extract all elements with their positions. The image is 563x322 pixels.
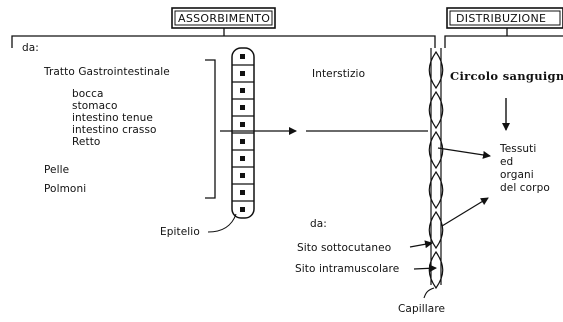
epithelium-pointer [208, 214, 236, 232]
absorption-header: ASSORBIMENTO [178, 12, 270, 25]
intramuscular-site-label: Sito intramuscolare [295, 263, 399, 275]
capillary-pointer [424, 288, 434, 298]
capillary-wall [429, 48, 443, 288]
lungs-label: Polmoni [44, 183, 86, 195]
capillary-to-tissues-arrow-2 [442, 198, 488, 226]
distribution-range-bracket [445, 28, 563, 48]
skin-label: Pelle [44, 164, 69, 176]
injection-intro-label: da: [310, 218, 327, 230]
subcutaneous-site-label: Sito sottocutaneo [297, 242, 391, 254]
capillary-to-tissues-arrow-1 [438, 148, 490, 156]
gi-part-rectum: Retto [72, 136, 100, 148]
intramuscular-arrow [414, 268, 436, 269]
epithelium-cells [232, 48, 254, 218]
absorption-range-bracket [12, 28, 435, 48]
gi-part-mouth: bocca [72, 88, 104, 100]
target-body: del corpo [500, 182, 550, 194]
distribution-header: DISTRIBUZIONE [456, 12, 546, 25]
epithelium-label: Epitelio [160, 226, 200, 238]
gi-part-large-intestine: intestino crasso [72, 124, 157, 136]
target-organs: organi [500, 169, 534, 181]
sources-bracket [205, 60, 215, 198]
gi-part-small-intestine: intestino tenue [72, 112, 153, 124]
sources-intro-label: da: [22, 42, 39, 54]
target-tissues: Tessuti [500, 143, 536, 155]
target-and: ed [500, 156, 513, 168]
gi-part-stomach: stomaco [72, 100, 118, 112]
blood-circulation-label: Circolo sanguigno [450, 69, 563, 83]
interstitium-label: Interstizio [312, 68, 365, 80]
subcutaneous-arrow [410, 243, 432, 247]
gi-tract-label: Tratto Gastrointestinale [44, 66, 170, 78]
capillary-label: Capillare [398, 303, 445, 315]
